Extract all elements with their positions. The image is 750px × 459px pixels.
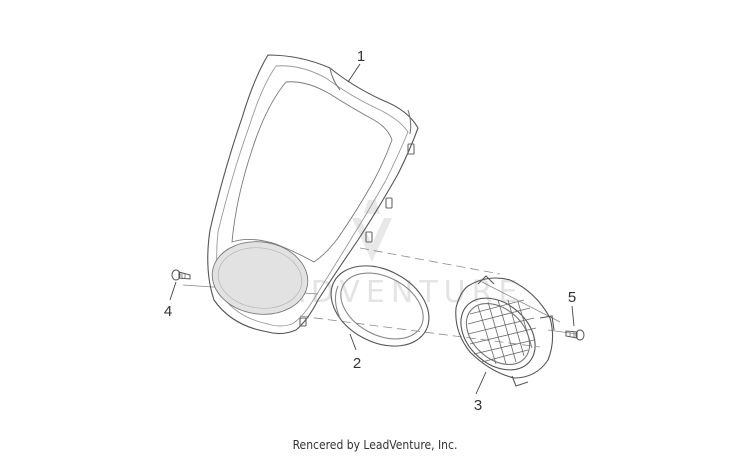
callout-2: 2 — [353, 355, 361, 372]
trim-ring — [330, 265, 430, 347]
headlight-grille — [455, 275, 555, 387]
grille-mesh — [467, 299, 537, 365]
screw-right — [565, 329, 585, 341]
screw-left — [171, 269, 191, 281]
callout-5: 5 — [568, 289, 576, 306]
callout-3: 3 — [474, 397, 482, 414]
leader-1 — [347, 63, 361, 83]
leader-3 — [475, 371, 487, 395]
leader-lines — [169, 63, 575, 395]
callout-4: 4 — [164, 303, 172, 320]
watermark-logo — [352, 200, 392, 262]
callout-numbers: 1 2 3 4 5 — [164, 48, 576, 414]
fairing-cover — [207, 54, 419, 335]
leader-5 — [571, 305, 575, 327]
footer-credit: Rencered by LeadVenture, Inc. — [292, 438, 458, 452]
leader-4 — [169, 281, 177, 301]
headlight-lens — [211, 241, 309, 315]
leader-2 — [349, 333, 357, 351]
callout-1: 1 — [357, 48, 365, 65]
